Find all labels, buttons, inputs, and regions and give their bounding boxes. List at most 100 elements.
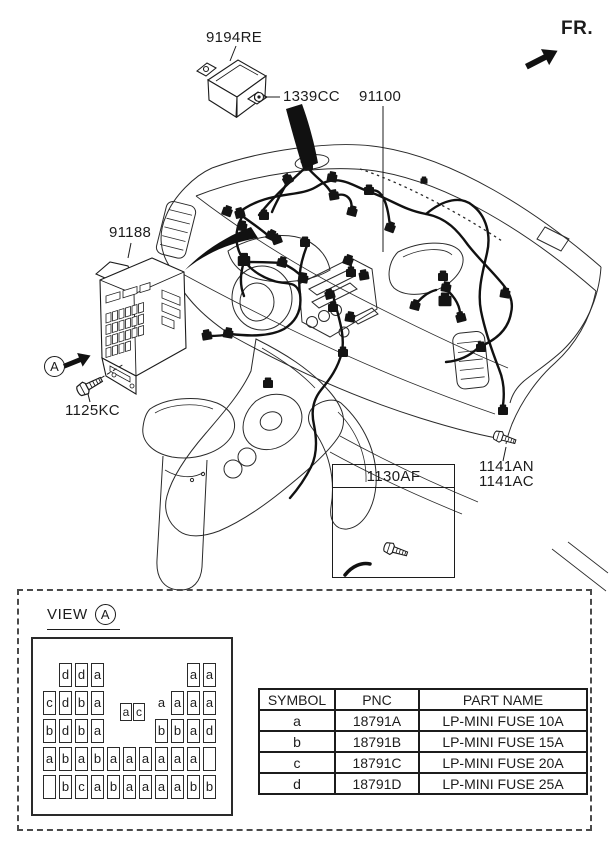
fuse-cell: b	[43, 719, 56, 743]
fuse-cell: a	[171, 691, 184, 715]
fuse-cell: a	[187, 719, 200, 743]
fuse-cell: b	[107, 775, 120, 799]
fuse-cell	[43, 775, 56, 799]
fuse-cell: a	[123, 747, 136, 771]
table-cell: LP-MINI FUSE 10A	[418, 709, 588, 732]
fuse-cell: a	[75, 747, 88, 771]
view-a-section-border	[17, 589, 592, 831]
table-cell: LP-MINI FUSE 15A	[418, 730, 588, 753]
fuse-cell: a	[43, 747, 56, 771]
view-a-marker: A	[44, 356, 65, 377]
fuse-cell: d	[203, 719, 216, 743]
pointer-wedge-top	[286, 104, 318, 169]
fuse-cell: d	[59, 719, 72, 743]
fuse-cell: a	[139, 775, 152, 799]
junction-box-91188	[94, 257, 187, 395]
fr-direction-label: FR.	[561, 18, 594, 39]
callout-1339cc: 1339CC	[283, 88, 340, 105]
fuse-cell: a	[155, 775, 168, 799]
table-cell: a	[258, 709, 336, 732]
fuse-cell: b	[91, 747, 104, 771]
module-9194re	[196, 59, 269, 119]
callout-91100: 91100	[359, 88, 402, 105]
fuse-cell: b	[59, 775, 72, 799]
view-a-arrow-icon	[61, 348, 94, 374]
leader-91188	[127, 242, 132, 259]
leader-1125kc	[87, 393, 91, 403]
fuse-cell: a	[91, 663, 104, 687]
pointer-wedge-left	[185, 227, 258, 270]
table-cell: LP-MINI FUSE 20A	[418, 751, 588, 774]
fuse-cell: a	[107, 747, 120, 771]
leader-1125kc-dashed	[100, 363, 125, 379]
table-cell: b	[258, 730, 336, 753]
fuse-cell: a	[157, 695, 166, 710]
fuse-cell: a	[187, 691, 200, 715]
leader-9194re	[229, 45, 237, 62]
fuse-cell	[203, 747, 216, 771]
table-cell: 18791D	[334, 772, 420, 795]
left-vent	[155, 200, 197, 259]
fuse-cell: a	[91, 775, 104, 799]
view-label: VIEW	[47, 606, 88, 623]
fuse-cell: d	[59, 691, 72, 715]
column-header-part-name: PART NAME	[418, 688, 588, 711]
fuse-cell: b	[75, 719, 88, 743]
callout-1141an: 1141AN	[479, 458, 534, 475]
callout-9194re: 9194RE	[206, 29, 263, 46]
fuse-cell: b	[75, 691, 88, 715]
fuse-cell: a	[187, 663, 200, 687]
fuse-cell: a	[171, 747, 184, 771]
fuse-cell-mini: a	[120, 703, 132, 721]
table-cell: LP-MINI FUSE 25A	[418, 772, 588, 795]
column-header-symbol: SYMBOL	[258, 688, 336, 711]
fuse-cell: b	[171, 719, 184, 743]
table-cell: 18791C	[334, 751, 420, 774]
fuse-cell: d	[59, 663, 72, 687]
bolt-1130af	[381, 540, 410, 560]
fuse-cell: c	[43, 691, 56, 715]
fuse-cell: a	[171, 775, 184, 799]
fuse-cell-mini: c	[133, 703, 145, 721]
fuse-cell: a	[123, 775, 136, 799]
bolt-1125kc	[74, 373, 106, 399]
table-cell: d	[258, 772, 336, 795]
fuse-cell: a	[203, 691, 216, 715]
fuse-cell: a	[203, 663, 216, 687]
table-cell: 18791A	[334, 709, 420, 732]
table-header-row: SYMBOL PNC PART NAME	[258, 688, 588, 711]
callout-1125kc: 1125KC	[65, 402, 120, 419]
leader-1141	[502, 446, 507, 462]
screw-1339cc	[253, 91, 265, 103]
fuse-cell: b	[203, 775, 216, 799]
callout-1130af: 1130AF	[333, 465, 454, 488]
callout-91188: 91188	[109, 224, 152, 241]
fuse-cell: c	[75, 775, 88, 799]
view-a-title: VIEW A	[47, 604, 120, 630]
fuse-cell: b	[155, 719, 168, 743]
table-cell: 18791B	[334, 730, 420, 753]
bracket-box-1130af: 1130AF	[332, 464, 455, 578]
column-header-pnc: PNC	[334, 688, 420, 711]
fuse-cell: d	[75, 663, 88, 687]
table-cell: c	[258, 751, 336, 774]
fuse-cell: b	[187, 775, 200, 799]
fuse-cell: a	[187, 747, 200, 771]
fuse-cell: a	[155, 747, 168, 771]
fuse-cell: a	[139, 747, 152, 771]
bolt-1141	[491, 428, 518, 448]
callout-1141ac: 1141AC	[479, 473, 534, 490]
fr-arrow-icon	[522, 42, 562, 75]
fuse-cell: b	[59, 747, 72, 771]
harness-connectors	[200, 159, 512, 415]
right-vent	[452, 330, 490, 390]
